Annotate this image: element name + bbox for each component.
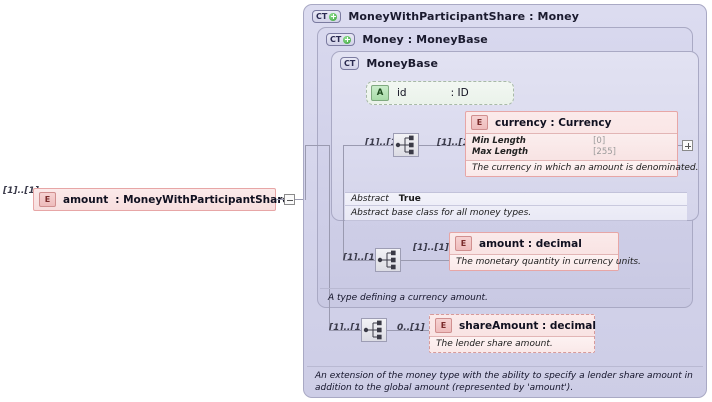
connector-to-seq-share <box>329 330 361 331</box>
currency-row: E currency : Currency <box>466 112 677 133</box>
plus-icon <box>329 12 338 21</box>
facet-value: [0] <box>593 136 606 146</box>
currency-cardinality-left: [1]..[1] <box>365 138 401 148</box>
attribute-row: A id : ID <box>367 82 513 104</box>
connector-root-in <box>295 199 305 200</box>
amount-decimal-name: amount : decimal <box>479 237 582 250</box>
connector-currency-expander <box>678 145 683 146</box>
connector-root-branch-top <box>305 145 329 146</box>
sequence-icon-currency[interactable] <box>393 133 419 157</box>
container-header-money: CT Money : MoneyBase <box>326 33 488 46</box>
facet-name: Max Length <box>472 147 529 157</box>
connector-seq-to-currency <box>419 145 465 146</box>
complextype-plus-badge-icon: CT <box>326 33 356 46</box>
sequence-icon <box>363 320 382 340</box>
element-badge-icon: E <box>39 192 56 207</box>
shareamount-name: shareAmount : decimal <box>459 319 596 332</box>
plus-icon <box>343 35 352 44</box>
root-element-name: amount <box>63 193 109 206</box>
sequence-icon <box>395 135 414 155</box>
attribute-type: : ID <box>450 87 469 99</box>
connector-spine-root <box>305 145 306 200</box>
connector-spine-money <box>343 145 344 260</box>
currency-name: currency : Currency <box>495 116 612 129</box>
amount-cardinality-right: [1]..[1] <box>413 243 449 253</box>
currency-doc: The currency in which an amount is denom… <box>466 160 698 176</box>
money-annotation: A type defining a currency amount. <box>320 288 690 304</box>
amount-decimal-row: E amount : decimal <box>450 233 618 254</box>
connector-to-seq-currency <box>357 145 393 146</box>
root-element-type: : MoneyWithParticipantShare <box>115 193 290 206</box>
root-element-row: E amount : MoneyWithParticipantShare <box>34 189 290 210</box>
complextype-plus-badge-icon: CT <box>312 10 342 23</box>
shareamount-row: E shareAmount : decimal <box>430 315 596 336</box>
root-cardinality-label: [1]..[1] <box>3 186 39 196</box>
container-title-outer: MoneyWithParticipantShare : Money <box>348 10 579 23</box>
facet-name: Min Length <box>472 136 526 146</box>
outer-annotation: An extension of the money type with the … <box>307 366 703 394</box>
container-title-money: Money : MoneyBase <box>362 33 488 46</box>
connector-branch-currency <box>343 145 357 146</box>
shareamount-cardinality-left: [1]..[1] <box>329 323 365 333</box>
connector-root-out <box>276 199 284 200</box>
attribute-name: id <box>397 87 407 99</box>
amount-decimal-doc: The monetary quantity in currency units. <box>450 254 641 270</box>
connector-seq-to-share <box>387 330 429 331</box>
connector-seq-to-amount <box>401 260 449 261</box>
element-shareamount[interactable]: E shareAmount : decimal The lender share… <box>429 314 596 353</box>
facet-value: [255] <box>593 147 616 157</box>
container-header-moneybase: CT MoneyBase <box>340 57 438 70</box>
sequence-icon-share[interactable] <box>361 318 387 342</box>
moneybase-note: Abstract base class for all money types. <box>351 208 532 218</box>
sequence-icon-amount[interactable] <box>375 248 401 272</box>
abstract-value: True <box>398 194 421 204</box>
moneybase-info-pane: Abstract True Abstract base class for al… <box>345 192 687 221</box>
element-badge-icon: E <box>455 236 472 251</box>
connector-spine-outer <box>329 145 330 330</box>
element-badge-icon: E <box>435 318 452 333</box>
connector-to-seq-amount <box>343 260 375 261</box>
sequence-icon <box>377 250 396 270</box>
container-title-moneybase: MoneyBase <box>366 57 439 70</box>
abstract-key: Abstract <box>351 194 389 204</box>
collapse-minus-icon[interactable] <box>284 194 295 205</box>
complextype-badge-icon: CT <box>340 57 360 70</box>
element-currency[interactable]: E currency : Currency Min Length [0] Max… <box>465 111 698 177</box>
container-header-outer: CT MoneyWithParticipantShare : Money <box>312 10 579 23</box>
amount-cardinality-left: [1]..[1] <box>343 253 379 263</box>
shareamount-doc: The lender share amount. <box>430 336 594 352</box>
element-amount-decimal[interactable]: E amount : decimal The monetary quantity… <box>449 232 641 271</box>
currency-cardinality-right: [1]..[1] <box>437 138 473 148</box>
attribute-badge-icon: A <box>371 85 389 101</box>
root-element-amount[interactable]: E amount : MoneyWithParticipantShare <box>33 188 290 211</box>
currency-facets: Min Length [0] Max Length [255] <box>466 133 677 160</box>
attribute-id[interactable]: A id : ID <box>366 81 514 105</box>
abstract-row: Abstract True <box>345 193 687 206</box>
shareamount-cardinality-right: 0..[1] <box>397 323 425 333</box>
element-badge-icon: E <box>471 115 488 130</box>
expand-plus-icon[interactable] <box>682 140 693 151</box>
